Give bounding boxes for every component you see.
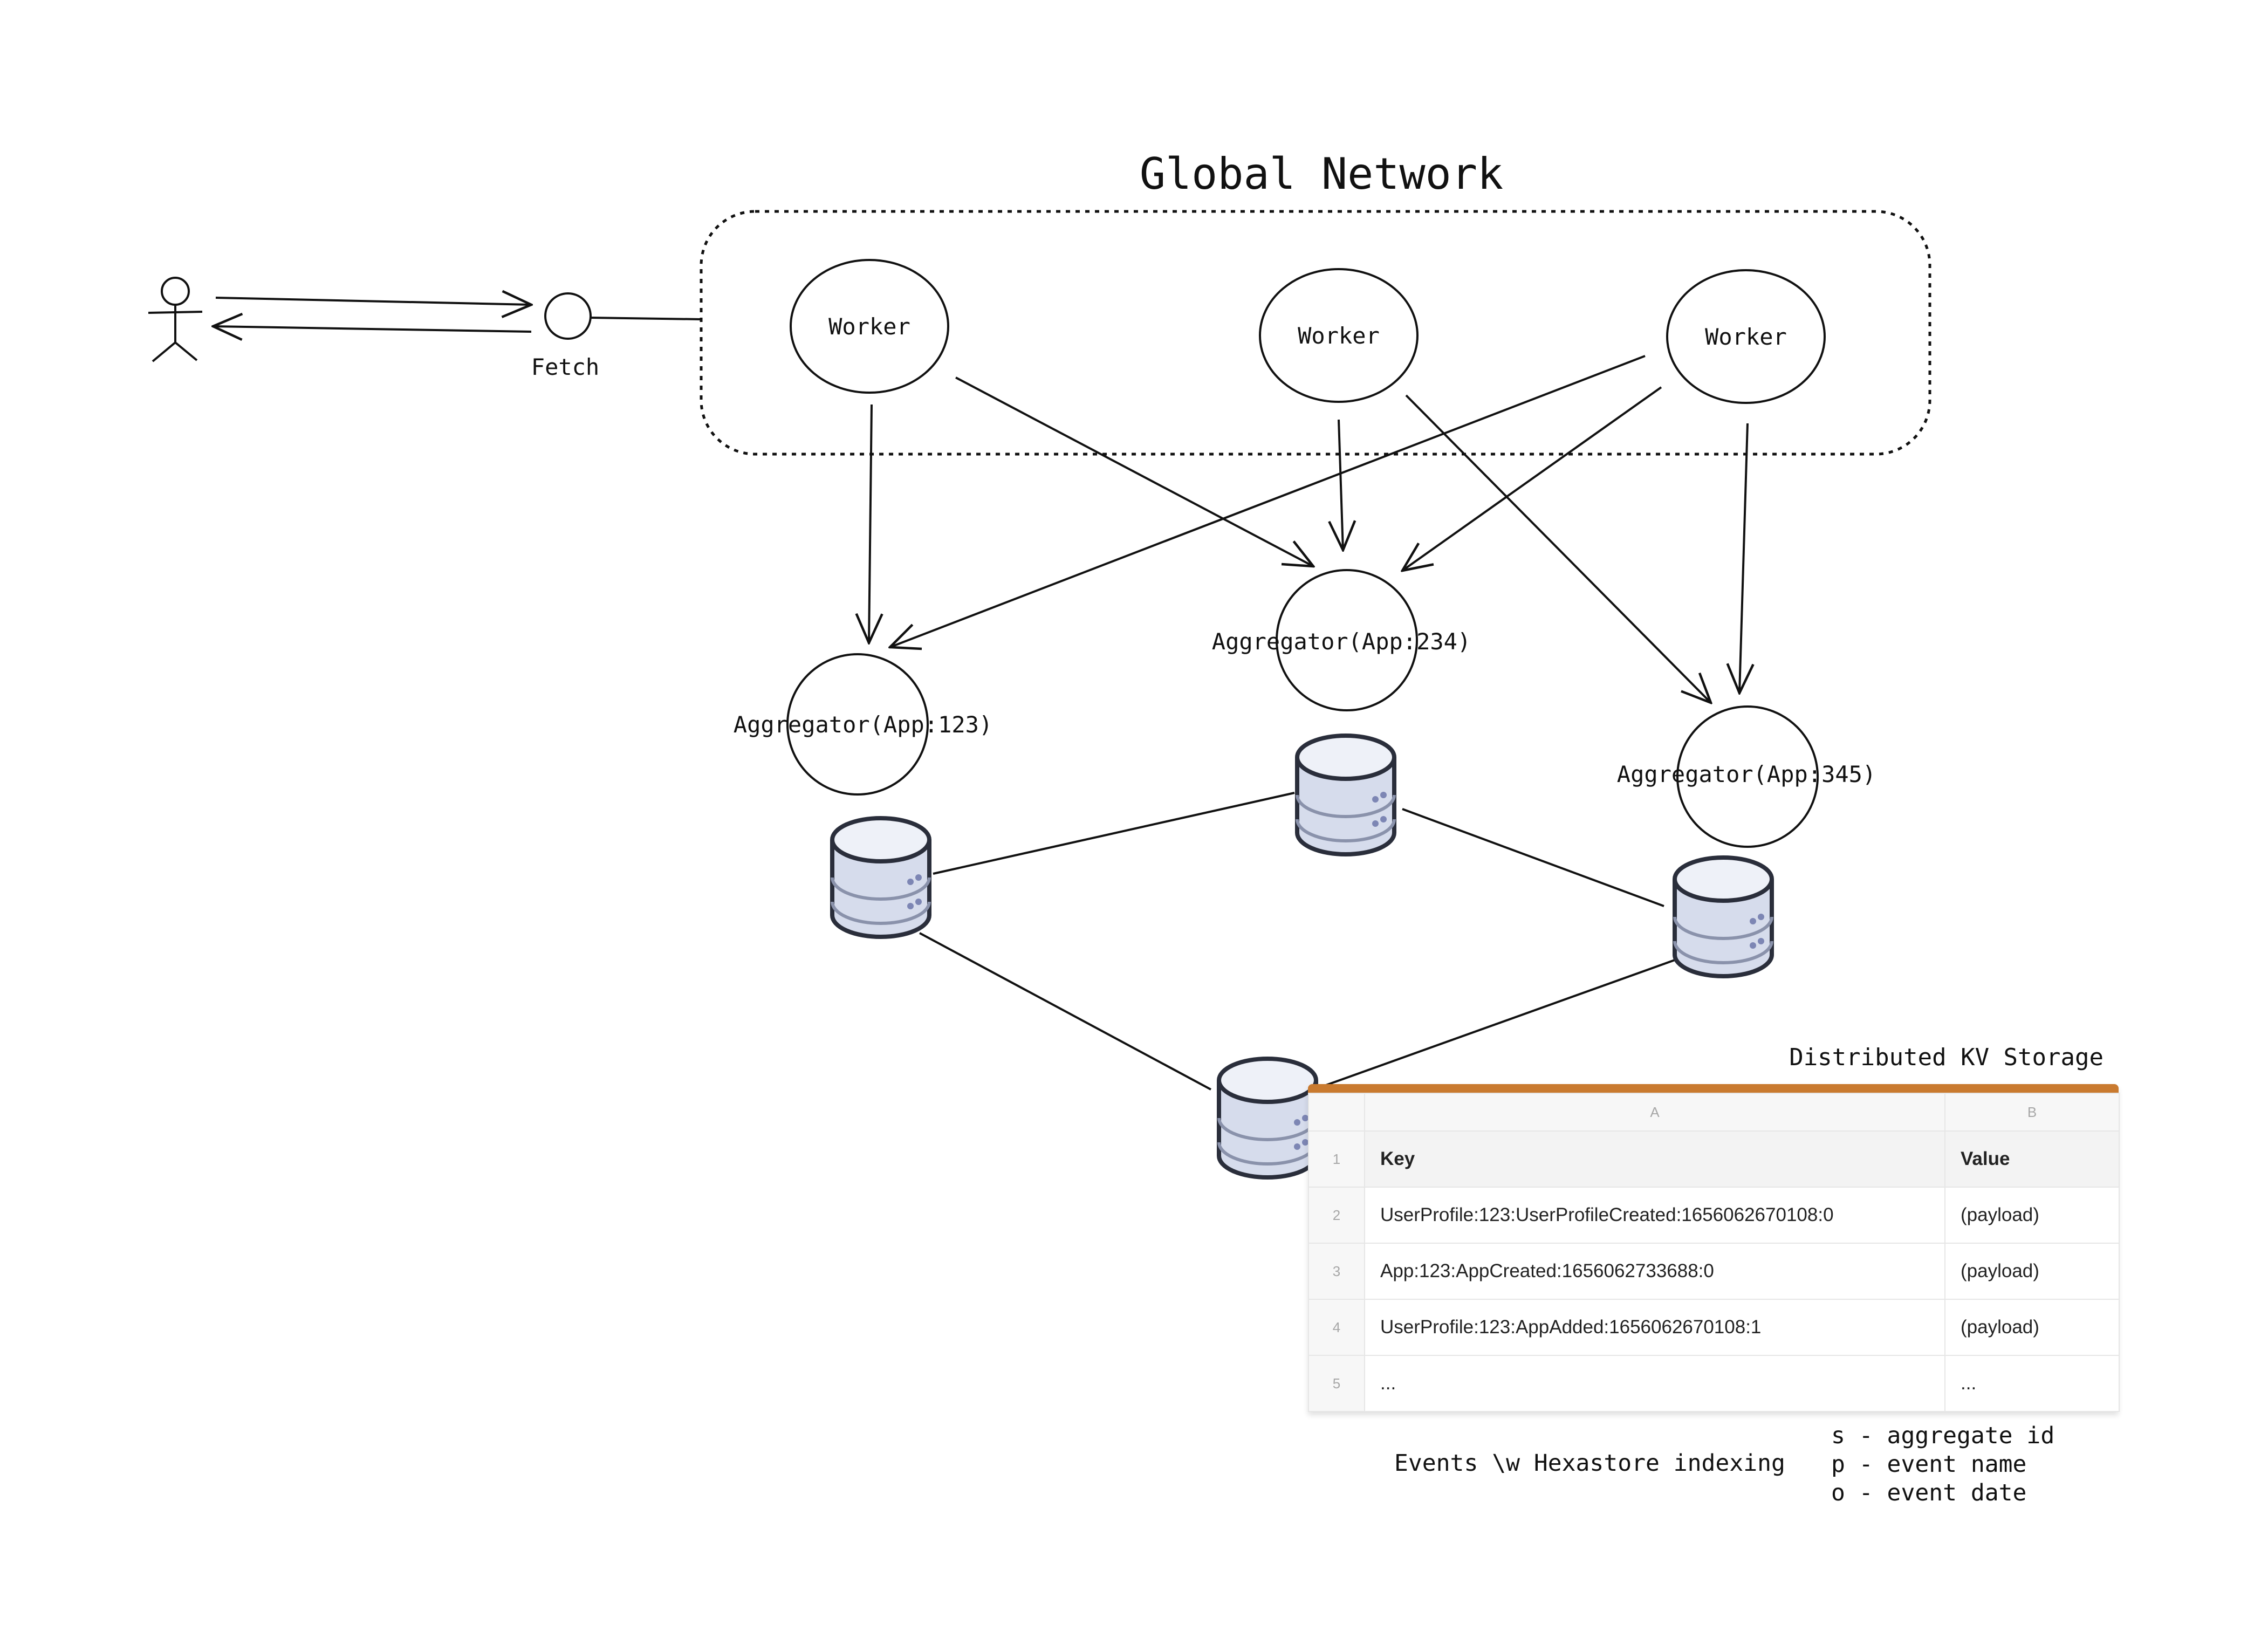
worker-node-2 — [1259, 268, 1419, 403]
worker3-to-agg234-arrow — [1402, 386, 1662, 571]
kv-storage-table: A B 1 Key Value 2 UserProfile:123:UserPr… — [1308, 1084, 2120, 1412]
request-arrow — [215, 298, 531, 305]
aggregator-node-345 — [1676, 705, 1819, 848]
row-number: 4 — [1308, 1299, 1365, 1356]
table-header-row: 1 Key Value — [1308, 1130, 2120, 1188]
database-icon — [1219, 1059, 1316, 1177]
worker2-to-agg234-arrow — [1339, 419, 1343, 550]
column-letter: B — [1944, 1093, 2120, 1132]
aggregator-label-234: Aggregator(App:234) — [1212, 628, 1471, 655]
table-row: 3 App:123:AppCreated:1656062733688:0 (pa… — [1308, 1243, 2120, 1300]
aggregator-node-123 — [786, 653, 929, 796]
storage-title: Distributed KV Storage — [1789, 1044, 2104, 1071]
diagram-title: Global Network — [1140, 149, 1503, 199]
value-cell: (payload) — [1944, 1243, 2120, 1300]
worker1-to-agg234-arrow — [955, 376, 1313, 566]
worker3-to-agg345-arrow — [1739, 423, 1748, 693]
column-letter-row: A B — [1308, 1093, 2120, 1132]
legend-line-o: o - event date — [1831, 1479, 2026, 1506]
fetch-connector — [590, 317, 702, 320]
storage-link-1 — [933, 792, 1295, 875]
header-key: Key — [1364, 1130, 1945, 1188]
worker1-to-agg123-arrow — [869, 404, 872, 643]
column-letter: A — [1364, 1093, 1945, 1132]
value-cell: ... — [1944, 1355, 2120, 1412]
worker-label-2: Worker — [1298, 323, 1380, 349]
aggregator-node-234 — [1276, 569, 1418, 711]
storage-link-2 — [1402, 808, 1664, 907]
storage-link-4 — [1321, 959, 1675, 1088]
table-row: 2 UserProfile:123:UserProfileCreated:165… — [1308, 1187, 2120, 1244]
corner-cell — [1308, 1093, 1365, 1132]
storage-link-3 — [919, 932, 1211, 1091]
fetch-node — [544, 292, 592, 340]
worker-label-3: Worker — [1705, 324, 1787, 350]
key-cell: App:123:AppCreated:1656062733688:0 — [1364, 1243, 1945, 1300]
aggregator-label-345: Aggregator(App:345) — [1617, 761, 1876, 787]
worker2-to-agg345-arrow — [1405, 394, 1711, 703]
aggregator-label-123: Aggregator(App:123) — [734, 711, 992, 738]
row-number: 3 — [1308, 1243, 1365, 1300]
value-cell: (payload) — [1944, 1299, 2120, 1356]
legend-line-s: s - aggregate id — [1831, 1422, 2054, 1449]
row-number: 2 — [1308, 1187, 1365, 1244]
worker-label-1: Worker — [828, 313, 910, 340]
value-cell: (payload) — [1944, 1187, 2120, 1244]
table-row: 5 ... ... — [1308, 1355, 2120, 1412]
key-cell: UserProfile:123:UserProfileCreated:16560… — [1364, 1187, 1945, 1244]
key-cell: ... — [1364, 1355, 1945, 1412]
global-network-boundary — [700, 210, 1931, 456]
worker3-to-agg123-arrow — [890, 355, 1646, 647]
worker-node-1 — [790, 259, 949, 394]
header-value: Value — [1944, 1130, 2120, 1188]
worker-node-3 — [1666, 269, 1826, 404]
database-icon — [1675, 858, 1772, 976]
database-icon — [832, 818, 929, 937]
table-row: 4 UserProfile:123:AppAdded:1656062670108… — [1308, 1299, 2120, 1356]
database-icon — [1297, 736, 1394, 854]
row-number: 5 — [1308, 1355, 1365, 1412]
row-number: 1 — [1308, 1130, 1365, 1188]
response-arrow — [213, 326, 532, 332]
fetch-label: Fetch — [531, 354, 599, 380]
indexing-caption: Events \w Hexastore indexing — [1394, 1450, 1785, 1477]
actor-icon — [148, 277, 203, 362]
legend-line-p: p - event name — [1831, 1451, 2026, 1478]
key-cell: UserProfile:123:AppAdded:1656062670108:1 — [1364, 1299, 1945, 1356]
